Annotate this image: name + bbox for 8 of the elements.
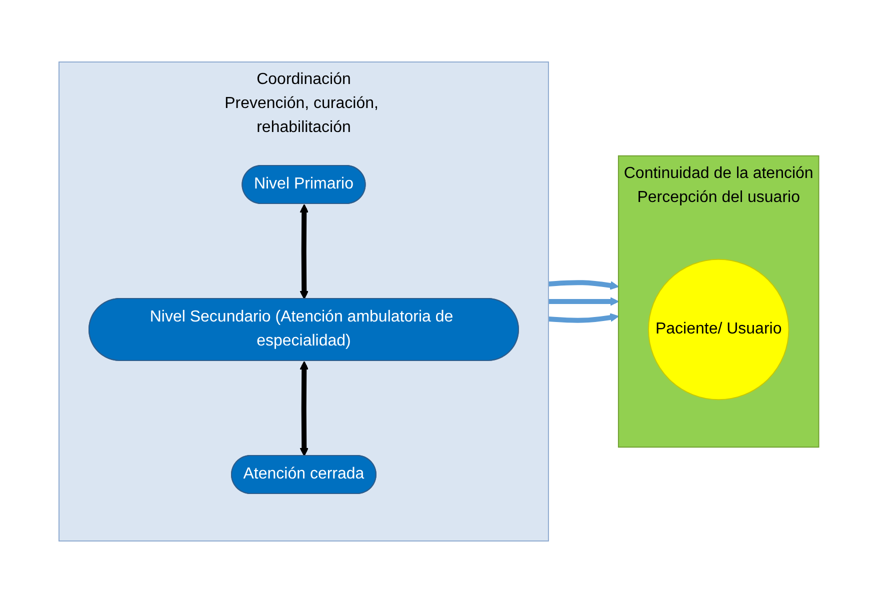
- arrow: [548, 297, 619, 306]
- arrow: [300, 361, 309, 456]
- arrow: [548, 280, 619, 290]
- cluster: [618, 155, 820, 448]
- arrow: [548, 313, 619, 323]
- cluster: [58, 62, 550, 542]
- arrow: [300, 204, 309, 300]
- node-circle: [648, 258, 790, 400]
